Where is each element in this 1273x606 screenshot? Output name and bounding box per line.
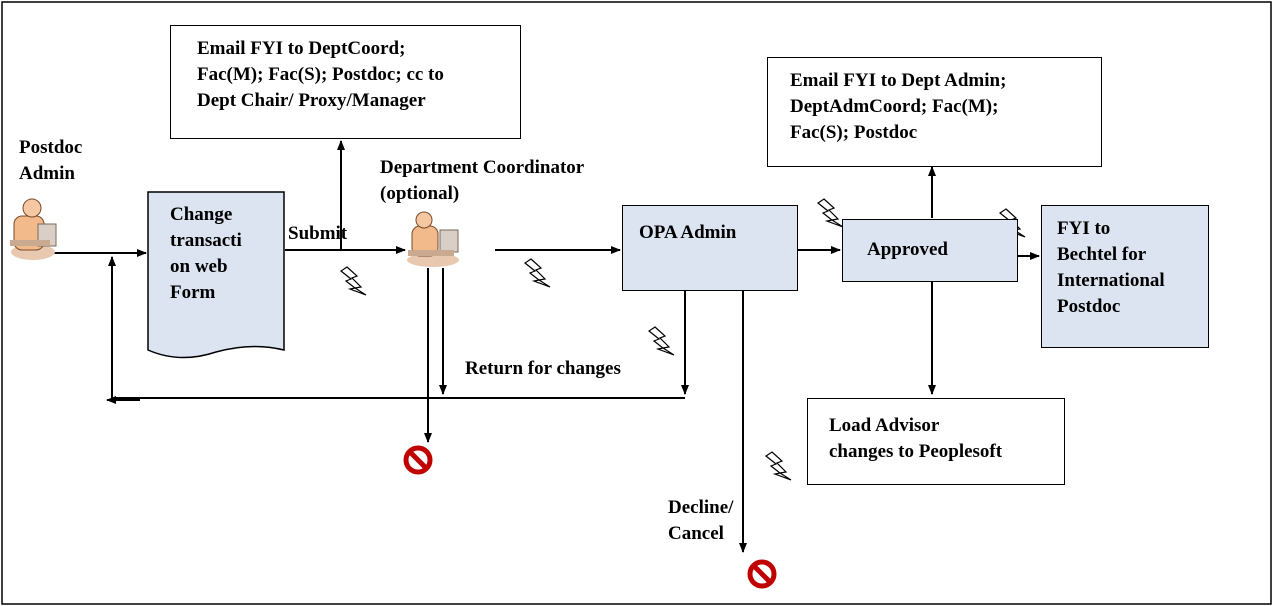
load-advisor-line: Load Advisor <box>829 415 940 436</box>
return-for-changes-label: Return for changes <box>465 358 621 379</box>
change-form-shape <box>147 191 285 359</box>
opa-admin-box: OPA Admin <box>622 205 798 291</box>
lightning-icon-decline <box>765 451 792 481</box>
approved-label: Approved <box>867 239 948 260</box>
email-fyi-deptadmin-line: Fac(S); Postdoc <box>790 122 918 143</box>
change-form-line: transacti <box>170 230 242 251</box>
decline-cancel-line: Decline/ <box>668 497 734 518</box>
dept-coordinator-label-line: (optional) <box>380 183 460 204</box>
email-fyi-deptcoord-line: Dept Chair/ Proxy/Manager <box>197 90 426 111</box>
decline-cancel-label: Decline/ Cancel <box>668 495 733 547</box>
load-advisor-box: Load Advisor changes to Peoplesoft <box>807 398 1065 485</box>
dept-coordinator-label-line: Department Coordinator <box>380 157 585 178</box>
email-fyi-deptcoord-line: Email FYI to DeptCoord; <box>197 38 406 59</box>
change-form-line: Change <box>170 204 233 225</box>
fyi-bechtel-line: International <box>1057 270 1165 291</box>
lightning-icon-to-opa <box>524 258 551 288</box>
fyi-bechtel-line: Postdoc <box>1057 296 1121 317</box>
decline-cancel-line: Cancel <box>668 523 724 544</box>
email-fyi-deptcoord-line: Fac(M); Fac(S); Postdoc; cc to <box>197 64 444 85</box>
approved-box: Approved <box>842 219 1018 282</box>
submit-label: Submit <box>288 223 348 244</box>
no-symbol-icon-coordinator <box>403 445 433 475</box>
lightning-icon-submit <box>340 266 367 296</box>
load-advisor-line: changes to Peoplesoft <box>829 441 1003 462</box>
postdoc-admin-label: Postdoc Admin <box>19 135 82 187</box>
dept-coordinator-person-icon <box>407 211 459 267</box>
dept-coordinator-label: Department Coordinator (optional) <box>380 155 584 207</box>
email-fyi-deptadmin-line: DeptAdmCoord; Fac(M); <box>790 96 999 117</box>
no-symbol-icon-opa <box>747 559 777 589</box>
fyi-bechtel-box: FYI to Bechtel for International Postdoc <box>1041 205 1209 348</box>
email-fyi-deptadmin-box: Email FYI to Dept Admin; DeptAdmCoord; F… <box>767 57 1102 167</box>
opa-admin-label: OPA Admin <box>639 222 737 243</box>
postdoc-admin-label-line: Postdoc <box>19 137 83 158</box>
fyi-bechtel-line: Bechtel for <box>1057 244 1147 265</box>
postdoc-admin-person-icon <box>10 198 57 260</box>
lightning-icon-return <box>648 326 675 356</box>
email-fyi-deptadmin-line: Email FYI to Dept Admin; <box>790 70 1007 91</box>
email-fyi-deptcoord-box: Email FYI to DeptCoord; Fac(M); Fac(S); … <box>170 25 521 139</box>
fyi-bechtel-line: FYI to <box>1057 218 1111 239</box>
change-form-line: on web <box>170 256 228 277</box>
lightning-icon-to-approved <box>817 198 844 228</box>
change-form-line: Form <box>170 282 216 303</box>
change-form-text: Change transacti on web Form <box>170 202 242 306</box>
postdoc-admin-label-line: Admin <box>19 163 75 184</box>
